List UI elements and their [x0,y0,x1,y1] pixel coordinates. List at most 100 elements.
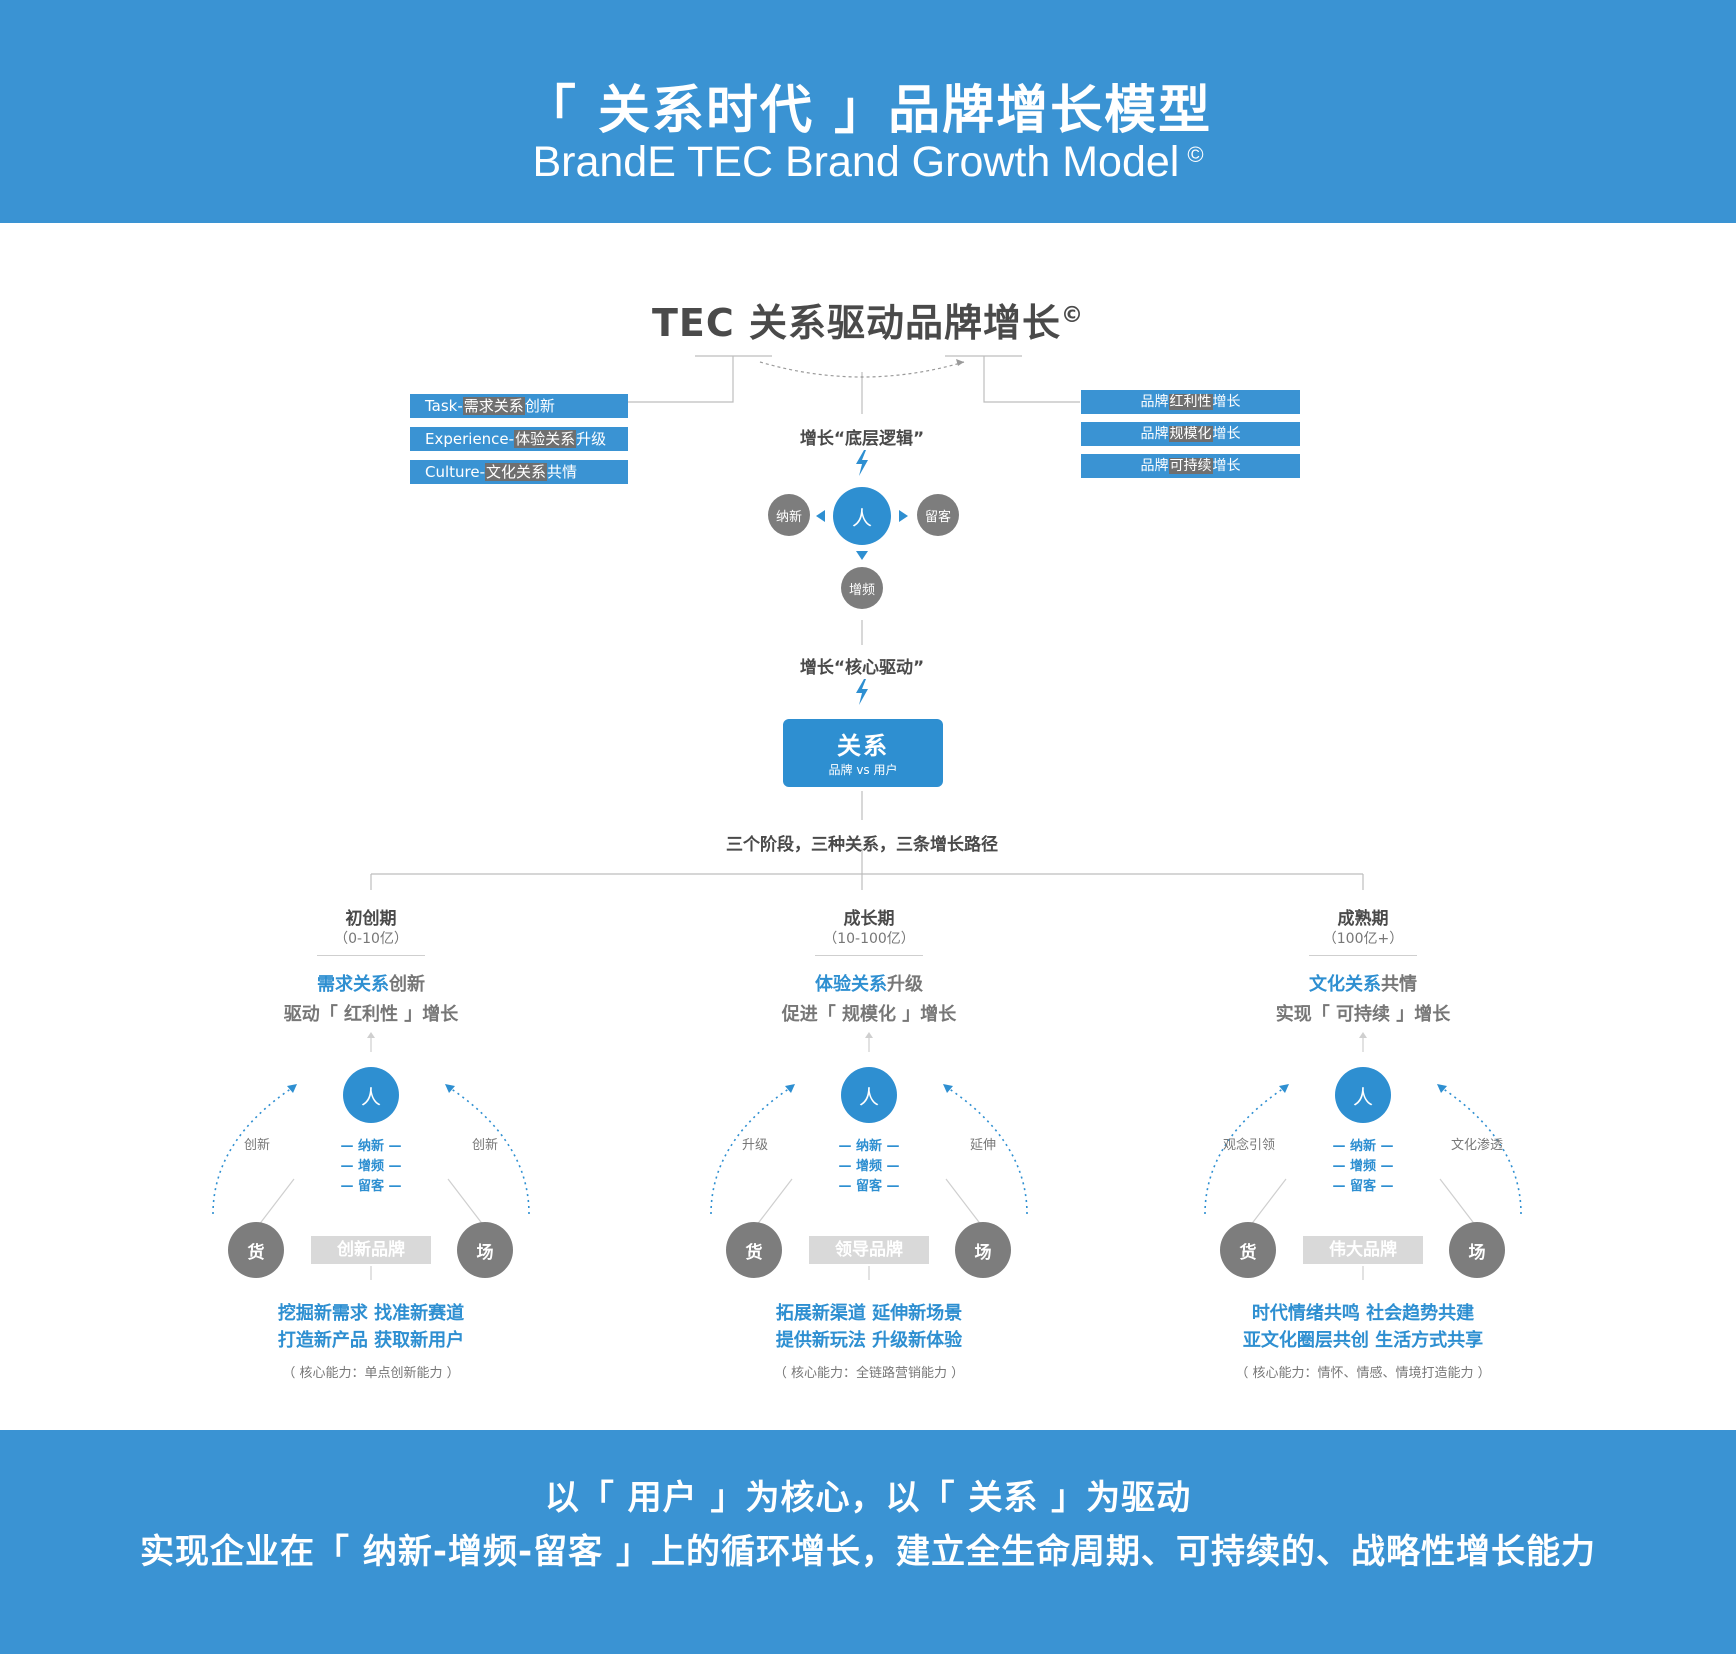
relationship-type: 需求关系 [317,974,389,995]
stage-divider [815,955,923,956]
side-label-right: 延伸 [969,1138,997,1153]
stage-cycle-diagram [1204,1032,1522,1280]
tec-item-experience: Experience-体验关系升级 [410,427,628,451]
pill-suffix: 创新 [524,397,555,415]
node-person: 人 [1335,1067,1391,1123]
action-line-2: 提供新玩法 升级新体验 [775,1330,963,1351]
cycle-acquire: — 纳新 — [340,1139,402,1154]
pill-prefix: Experience- [425,430,515,448]
stage-growth-drive: 促进「 规模化 」增长 [781,1004,957,1025]
pill-suffix: 增长 [1212,458,1241,474]
node-acquire: 纳新 [768,494,810,536]
footer-band [0,1430,1736,1654]
page-subtitle: BrandE TEC Brand Growth Model © [532,138,1203,187]
node-place: 场 [955,1222,1011,1278]
action-line-2: 打造新产品 获取新用户 [277,1330,465,1351]
core-title: 关系 [837,732,889,760]
cycle-retain: — 留客 — [838,1179,900,1194]
pill-suffix: 升级 [576,430,607,448]
cycle-retain: — 留客 — [340,1179,402,1194]
model-copyright: © [1061,303,1084,328]
side-label-left: 创新 [243,1138,271,1153]
stage-relationship: 体验关系升级 [815,970,923,996]
relationship-action: 创新 [389,974,425,995]
stage-relationship: 需求关系创新 [317,970,425,996]
pill-prefix: 品牌 [1140,458,1169,474]
cycle-acquire: — 纳新 — [1332,1139,1394,1154]
arrow-left-icon [816,510,825,522]
growth-item-dividend: 品牌红利性增长 [1081,390,1300,414]
stage-range: （10-100亿） [823,931,915,947]
model-title: TEC 关系驱动品牌增长© [652,292,1084,347]
side-label-right: 文化渗透 [1450,1138,1504,1153]
copyright-mark: © [1187,142,1204,167]
stage-growth-drive: 驱动「 红利性 」增长 [283,1004,459,1025]
pill-highlight: 需求关系 [462,397,525,415]
stage-range: （100亿+） [1322,931,1404,947]
node-goods: 货 [1220,1222,1276,1278]
stage-name: 成熟期 [1337,909,1389,929]
cycle-retain: — 留客 — [1332,1179,1394,1194]
node-place: 场 [1449,1222,1505,1278]
model-title-text: TEC 关系驱动品牌增长 [652,301,1061,345]
stage-divider [1309,955,1417,956]
stage-range: （0-10亿） [334,931,408,947]
node-goods: 货 [726,1222,782,1278]
stage-growth-drive: 实现「 可持续 」增长 [1275,1004,1451,1025]
side-label-left: 升级 [741,1138,769,1153]
action-line-1: 挖掘新需求 找准新赛道 [277,1303,465,1324]
subtitle-text: BrandE TEC Brand Growth Model [532,138,1180,186]
tec-item-task: Task-需求关系创新 [410,394,628,418]
core-relationship-box: 关系 品牌 vs 用户 [783,719,943,787]
node-person: 人 [833,487,891,545]
paths-label: 三个阶段，三种关系，三条增长路径 [726,835,998,855]
pill-highlight: 体验关系 [514,430,577,448]
bottom-logic-label: 增长“底层逻辑” [799,429,925,449]
pill-prefix: Task- [425,397,463,415]
pill-suffix: 增长 [1212,426,1241,442]
action-line-1: 拓展新渠道 延伸新场景 [775,1303,963,1324]
lightning-icon [856,679,868,705]
pill-highlight: 规模化 [1168,426,1213,442]
action-line-2: 亚文化圈层共创 生活方式共享 [1242,1330,1484,1351]
pill-suffix: 共情 [547,463,578,481]
pill-prefix: Culture- [425,463,486,481]
cycle-frequency: — 增频 — [1332,1159,1394,1174]
pill-highlight: 红利性 [1168,394,1213,410]
node-frequency: 增频 [841,567,883,609]
relationship-action: 升级 [887,974,923,995]
side-label-left: 观念引领 [1222,1138,1276,1153]
relationship-type: 文化关系 [1309,974,1381,995]
action-line-1: 时代情绪共鸣 社会趋势共建 [1251,1303,1475,1324]
footer-line-2: 实现企业在「 纳新-增频-留客 」上的循环增长，建立全生命周期、可持续的、战略性… [140,1532,1596,1572]
lightning-icon [856,450,868,476]
cycle-frequency: — 增频 — [340,1159,402,1174]
brand-tier-label: 创新品牌 [311,1236,431,1264]
header-band [0,0,1736,223]
stage-relationship: 文化关系共情 [1309,970,1417,996]
pill-highlight: 可持续 [1168,458,1213,474]
stage-divider [317,955,425,956]
tec-item-culture: Culture-文化关系共情 [410,460,628,484]
brand-tier-label: 伟大品牌 [1303,1236,1423,1264]
node-place: 场 [457,1222,513,1278]
node-person: 人 [343,1067,399,1123]
stage-name: 成长期 [843,909,895,929]
relationship-type: 体验关系 [815,974,887,995]
brand-tier-label: 领导品牌 [809,1236,929,1264]
core-subtitle: 品牌 vs 用户 [828,763,898,777]
footer-line-1: 以「 用户 」为核心，以「 关系 」为驱动 [544,1478,1192,1518]
pill-prefix: 品牌 [1140,426,1169,442]
cycle-frequency: — 增频 — [838,1159,900,1174]
node-goods: 货 [228,1222,284,1278]
pill-highlight: 文化关系 [485,463,548,481]
pill-suffix: 增长 [1212,394,1241,410]
core-capability: （ 核心能力：全链路营销能力 ） [773,1366,965,1381]
arrow-down-icon [856,551,868,560]
core-capability: （ 核心能力：单点创新能力 ） [282,1366,460,1381]
growth-item-sustainable: 品牌可持续增长 [1081,454,1300,478]
relationship-action: 共情 [1381,974,1417,995]
pill-prefix: 品牌 [1140,394,1169,410]
cycle-acquire: — 纳新 — [838,1139,900,1154]
